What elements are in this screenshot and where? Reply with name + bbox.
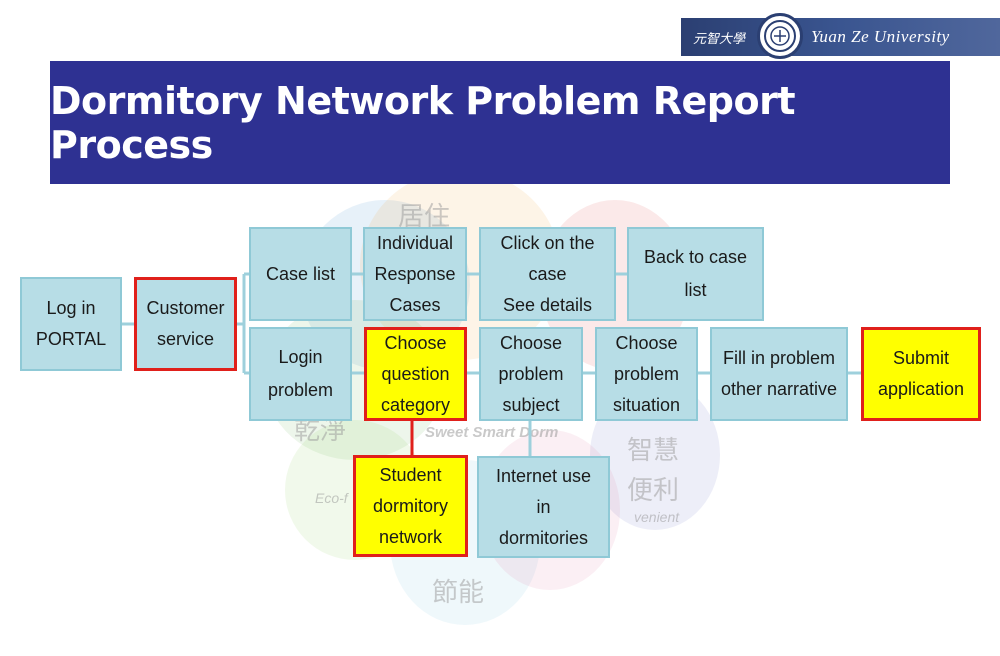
step-case-list: Case list — [249, 227, 352, 321]
bg-small-word: Eco-f — [315, 490, 348, 506]
title-banner: Dormitory Network Problem Report Process — [50, 61, 950, 184]
bg-tagline: Sweet Smart Dorm — [425, 424, 559, 441]
step-submit-application: Submit application — [861, 327, 981, 421]
step-choose-question-category: Choose question category — [364, 327, 467, 421]
step-choose-problem-situation: Choose problem situation — [595, 327, 698, 421]
step-choose-problem-subject: Choose problem subject — [479, 327, 583, 421]
option-student-dormitory-network: Student dormitory network — [353, 455, 468, 557]
step-customer-service: Customer service — [134, 277, 237, 371]
step-back-to-case-list: Back to case list — [627, 227, 764, 321]
bg-word: 便利 — [627, 476, 680, 506]
page-title: Dormitory Network Problem Report Process — [50, 78, 795, 167]
step-log-in-portal: Log in PORTAL — [20, 277, 122, 371]
logo-english-name: Yuan Ze University — [811, 27, 950, 46]
bg-word: 節能 — [432, 578, 485, 608]
step-login-problem: Login problem — [249, 327, 352, 421]
bg-word: 智慧 — [627, 436, 680, 466]
step-individual-response-cases: Individual Response Cases — [363, 227, 467, 321]
bg-small-word: venient — [634, 509, 680, 525]
bg-word: 乾淨 — [294, 416, 347, 446]
option-internet-use-in-dormitories: Internet use in dormitories — [477, 456, 610, 558]
logo-chinese-name: 元智大學 — [693, 31, 746, 47]
step-fill-in-narrative: Fill in problem other narrative — [710, 327, 848, 421]
university-seal-icon — [757, 13, 803, 59]
step-click-case-details: Click on the case See details — [479, 227, 616, 321]
university-logo: 元智大學 Yuan Ze University — [681, 13, 1000, 59]
